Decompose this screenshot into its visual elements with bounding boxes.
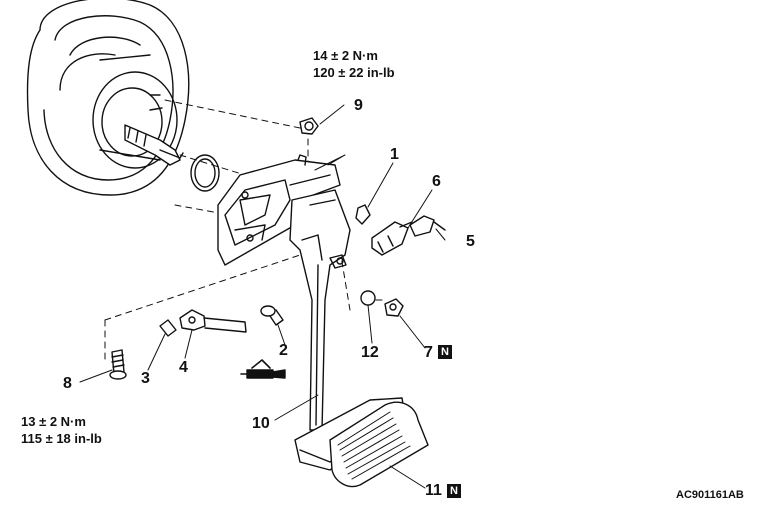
- clip-1: [355, 204, 371, 225]
- nut-7: [384, 298, 404, 317]
- connector-5: [409, 215, 446, 237]
- torque-bottom-imperial: 115 ± 18 in-lb: [21, 431, 102, 446]
- callout-10: 10: [252, 415, 270, 432]
- torque-spec-bottom: 13 ± 2 N·m 115 ± 18 in-lb: [21, 413, 102, 447]
- torque-top-imperial: 120 ± 22 in-lb: [313, 65, 395, 80]
- callout-8: 8: [63, 375, 72, 392]
- callout-2: 2: [279, 342, 288, 359]
- brake-pedal-arm: [289, 189, 351, 431]
- booster-push-rod: [124, 124, 184, 166]
- new-part-mark-7: N: [438, 345, 452, 359]
- grease-icon: [240, 359, 286, 379]
- bolt-8: [109, 349, 127, 380]
- callout-6: 6: [432, 173, 441, 190]
- callout-1: 1: [390, 146, 399, 163]
- new-part-mark-11: N: [447, 484, 461, 498]
- bolt-2: [260, 305, 284, 326]
- callout-12: 12: [361, 344, 379, 361]
- brake-booster: [26, 0, 190, 196]
- torque-bottom-metric: 13 ± 2 N·m: [21, 414, 86, 429]
- callout-11: 11: [425, 482, 442, 499]
- callout-9: 9: [354, 97, 363, 114]
- pin-3: [159, 319, 177, 337]
- clevis-4: [179, 309, 247, 333]
- callout-7: 7: [424, 344, 433, 361]
- stop-lamp-switch: [371, 221, 413, 256]
- nut-9: [299, 117, 319, 135]
- figure-code: AC901161AB: [676, 489, 744, 501]
- pedal-pad: [329, 401, 429, 488]
- leader-lines: [79, 104, 446, 489]
- cushion-12: [360, 290, 376, 306]
- callout-3: 3: [141, 370, 150, 387]
- callout-5: 5: [466, 233, 475, 250]
- torque-spec-top: 14 ± 2 N·m 120 ± 22 in-lb: [313, 47, 395, 81]
- callout-4: 4: [179, 359, 188, 376]
- torque-top-metric: 14 ± 2 N·m: [313, 48, 378, 63]
